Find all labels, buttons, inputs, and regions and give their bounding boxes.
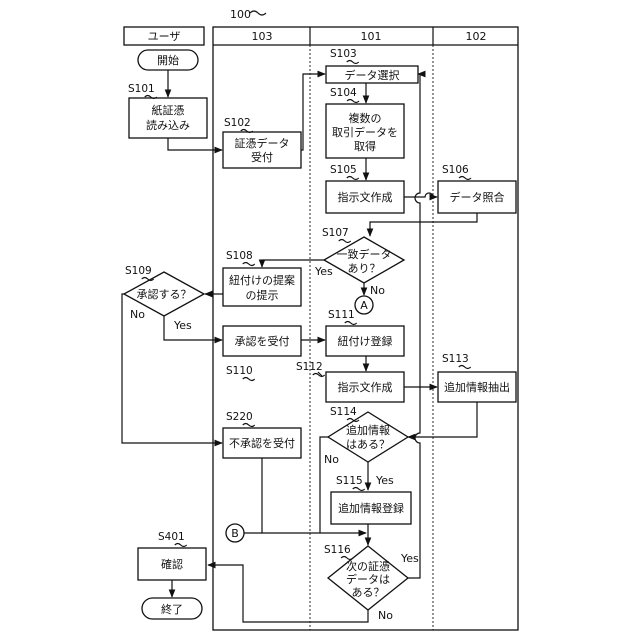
system-ref-tilde: [250, 11, 266, 15]
s116-line1: 次の証憑: [346, 559, 390, 573]
s401-step: S401: [158, 531, 185, 543]
s116-step: S116: [324, 544, 351, 556]
connector-b-text: B: [231, 527, 239, 540]
s108-line2: の提示: [246, 289, 279, 302]
s105-line1: 指示文作成: [338, 190, 393, 204]
lane-header-user-text: ユーザ: [148, 30, 181, 43]
lane-header-101: 101: [361, 30, 382, 43]
system-ref-label: 100: [230, 8, 251, 21]
s113-step: S113: [442, 353, 469, 365]
lane-header-103: 103: [252, 30, 273, 43]
s114-no-label: No: [324, 453, 339, 466]
s104-line1: 複数の: [349, 111, 382, 125]
s109-line1: 承認する？: [137, 287, 192, 301]
connector-a-text: A: [360, 299, 368, 312]
s115-line1: 追加情報登録: [338, 501, 404, 515]
s108-line1: 紐付けの提案: [229, 273, 295, 287]
end-terminal-text: 終了: [161, 602, 183, 616]
s108-step: S108: [226, 250, 253, 262]
s110-step: S110: [226, 365, 253, 377]
s220-step: S220: [226, 411, 253, 423]
s102-line1: 証憑データ: [235, 136, 290, 150]
s115-step: S115: [336, 475, 363, 487]
step-leader-mark: [175, 544, 187, 547]
s112-line1: 指示文作成: [338, 380, 393, 394]
s107-line1: 一致データ: [337, 247, 392, 261]
s116-no-label: No: [378, 609, 393, 622]
s114-line2: はある？: [346, 438, 390, 451]
s116-line3: ある？: [352, 586, 385, 599]
s114-yes-label: Yes: [375, 474, 394, 487]
s107-no-label: No: [370, 284, 385, 297]
s106-line1: データ照合: [450, 190, 505, 204]
s106-step: S106: [442, 164, 469, 176]
s114-line1: 追加情報: [346, 423, 390, 437]
s220-line1: 不承認を受付: [229, 436, 295, 450]
lane-header-102: 102: [466, 30, 487, 43]
s104-line2: 取引データを: [332, 125, 398, 139]
s401-line1: 確認: [161, 557, 183, 571]
s101-line1: 紙証憑: [152, 103, 185, 117]
s109-no-label: No: [130, 308, 145, 321]
s102-step: S102: [224, 117, 251, 129]
s107-line2: あり？: [348, 262, 381, 275]
s109-step: S109: [125, 265, 152, 277]
s111-step: S111: [328, 309, 355, 321]
s109-yes-label: Yes: [173, 319, 192, 332]
s103-step: S103: [330, 48, 357, 60]
s107-yes-label: Yes: [314, 265, 333, 278]
s114-step: S114: [330, 406, 357, 418]
s116-yes-label: Yes: [400, 552, 419, 565]
s103-line1: データ選択: [345, 68, 400, 82]
s104-line3: 取得: [354, 140, 376, 153]
s101-line2: 読み込み: [146, 118, 190, 132]
s111-line1: 紐付け登録: [338, 334, 393, 348]
s102-line2: 受付: [251, 151, 273, 164]
s104-step: S104: [330, 87, 357, 99]
s105-step: S105: [330, 164, 357, 176]
s110-line1: 承認を受付: [235, 334, 290, 348]
s116-line2: データは: [346, 572, 390, 586]
s113-line1: 追加情報抽出: [444, 380, 510, 394]
start-terminal-text: 開始: [157, 53, 179, 67]
s112-step: S112: [296, 361, 323, 373]
s101-step: S101: [128, 83, 155, 95]
s107-step: S107: [322, 227, 349, 239]
